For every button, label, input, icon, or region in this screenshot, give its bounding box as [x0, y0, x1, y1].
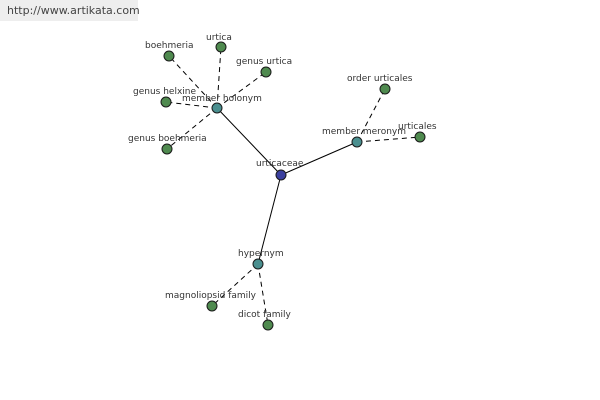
edge-member-holonym-to-boehmeria — [168, 55, 218, 109]
graph-nodes — [160, 41, 426, 331]
edge-urticaceae-to-member-meronym — [280, 141, 358, 176]
node-member-meronym[interactable] — [351, 136, 363, 148]
label-genus-urtica: genus urtica — [236, 57, 292, 67]
label-urticaceae: urticaceae — [256, 159, 304, 169]
node-member-holonym[interactable] — [211, 102, 223, 114]
node-urticales[interactable] — [414, 131, 426, 143]
edge-hypernym-to-dicot-family — [257, 263, 269, 326]
edge-member-holonym-to-urtica — [216, 46, 222, 109]
node-magnoliopsid-family[interactable] — [206, 300, 218, 312]
edge-member-holonym-to-genus-urtica — [216, 71, 267, 109]
edge-hypernym-to-magnoliopsid-family — [211, 263, 259, 307]
label-genus-helxine: genus helxine — [133, 87, 196, 97]
label-dicot-family: dicot family — [238, 310, 292, 320]
label-order-urticales: order urticales — [347, 74, 413, 84]
watermark-url: http://www.artikata.com — [0, 0, 140, 21]
label-boehmeria: boehmeria — [145, 41, 193, 51]
node-hypernym[interactable] — [252, 258, 264, 270]
node-genus-helxine[interactable] — [160, 96, 172, 108]
label-member-meronym: member meronym — [322, 127, 406, 137]
label-hypernym: hypernym — [238, 249, 284, 259]
node-boehmeria[interactable] — [163, 50, 175, 62]
node-urtica[interactable] — [215, 41, 227, 53]
edge-member-meronym-to-order-urticales — [356, 88, 386, 143]
node-order-urticales[interactable] — [379, 83, 391, 95]
label-magnoliopsid-family: magnoliopsid family — [165, 291, 257, 301]
node-dicot-family[interactable] — [262, 319, 274, 331]
label-urticales: urticales — [398, 122, 437, 132]
node-genus-boehmeria[interactable] — [161, 143, 173, 155]
label-member-holonym: member holonym — [182, 94, 262, 104]
label-urtica: urtica — [206, 33, 232, 43]
edge-member-meronym-to-urticales — [356, 136, 421, 143]
graph-edges — [165, 46, 421, 326]
edge-urticaceae-to-member-holonym — [216, 107, 282, 176]
edge-member-holonym-to-genus-boehmeria — [166, 107, 218, 150]
edge-urticaceae-to-hypernym — [257, 174, 282, 265]
node-genus-urtica[interactable] — [260, 66, 272, 78]
graph-labels: urticaceae member holonym member meronym hy… — [128, 33, 437, 320]
node-urticaceae[interactable] — [275, 169, 287, 181]
label-genus-boehmeria: genus boehmeria — [128, 134, 207, 144]
